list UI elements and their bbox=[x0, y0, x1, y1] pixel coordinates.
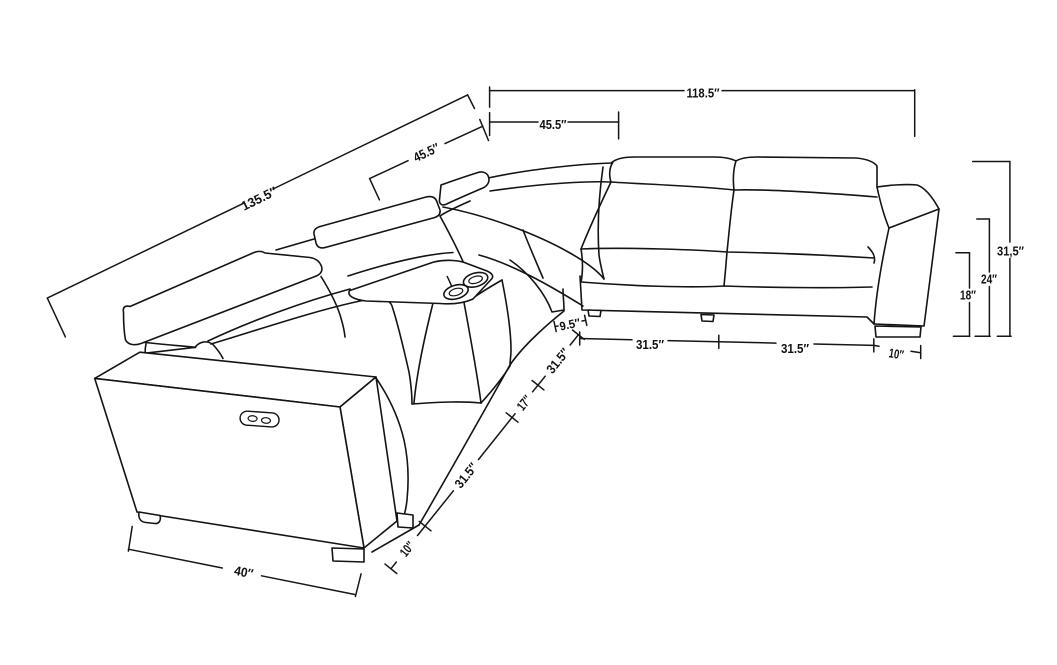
svg-text:45.5″: 45.5″ bbox=[540, 117, 567, 132]
svg-text:40″: 40″ bbox=[233, 563, 255, 581]
svg-text:118.5″: 118.5″ bbox=[687, 86, 720, 101]
svg-text:24″: 24″ bbox=[981, 272, 997, 287]
svg-text:9.5″: 9.5″ bbox=[558, 315, 582, 333]
svg-text:31,5″: 31,5″ bbox=[997, 244, 1024, 259]
svg-text:31.5″: 31.5″ bbox=[781, 341, 809, 356]
svg-text:17″: 17″ bbox=[514, 392, 535, 413]
svg-text:18″: 18″ bbox=[960, 288, 976, 303]
svg-text:31.5″: 31.5″ bbox=[636, 337, 664, 352]
svg-text:10″: 10″ bbox=[888, 345, 905, 362]
svg-text:10″: 10″ bbox=[397, 538, 418, 559]
